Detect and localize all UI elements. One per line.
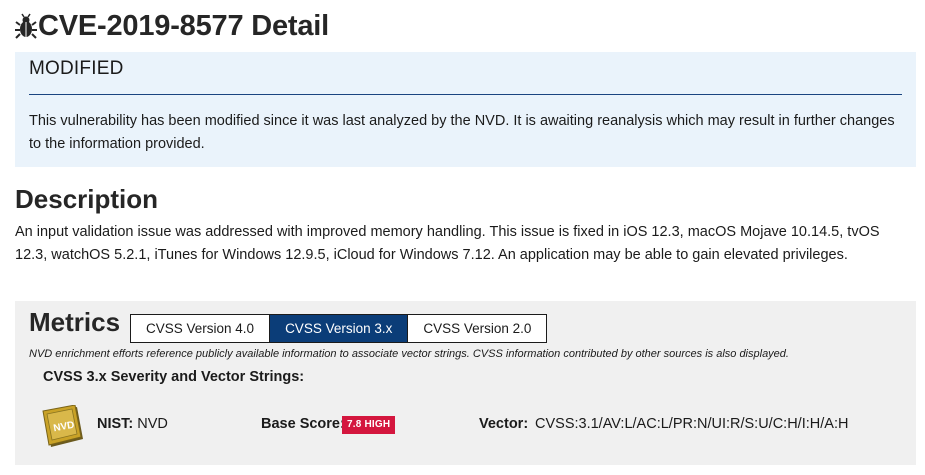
bug-icon [15, 12, 37, 40]
modified-alert: MODIFIED This vulnerability has been mod… [15, 52, 916, 167]
vector-label: Vector: [479, 416, 529, 432]
description-text: An input validation issue was addressed … [15, 224, 880, 263]
tab-cvss-3-x[interactable]: CVSS Version 3.x [270, 315, 409, 342]
base-score-badge[interactable]: 7.8 HIGH [342, 416, 396, 434]
metrics-panel: Metrics CVSS Version 4.0 CVSS Version 3.… [15, 301, 916, 465]
alert-divider [29, 94, 902, 95]
nist-label: NIST: [97, 416, 134, 432]
tab-cvss-4-0[interactable]: CVSS Version 4.0 [131, 315, 271, 342]
severity-heading: CVSS 3.x Severity and Vector Strings: [43, 369, 305, 385]
title-row: CVE-2019-8577 Detail [15, 6, 329, 46]
vector-string[interactable]: CVSS:3.1/AV:L/AC:L/PR:N/UI:R/S:U/C:H/I:H… [535, 416, 849, 432]
nist-source: NIST: NVD [97, 416, 168, 432]
tab-cvss-2-0[interactable]: CVSS Version 2.0 [408, 315, 547, 342]
page-title: CVE-2019-8577 Detail [38, 9, 329, 42]
cvss-version-tabs: CVSS Version 4.0 CVSS Version 3.x CVSS V… [130, 314, 548, 343]
enrichment-note: NVD enrichment efforts reference publicl… [29, 348, 789, 360]
alert-text: This vulnerability has been modified sin… [29, 113, 895, 152]
nvd-badge-icon: NVD [41, 404, 87, 449]
nist-value: NVD [137, 416, 168, 432]
nvd-badge-text: NVD [53, 420, 76, 435]
base-score-label: Base Score: [261, 416, 345, 432]
alert-heading: MODIFIED [29, 58, 124, 79]
metrics-heading: Metrics [29, 307, 121, 337]
description-heading: Description [15, 184, 159, 214]
